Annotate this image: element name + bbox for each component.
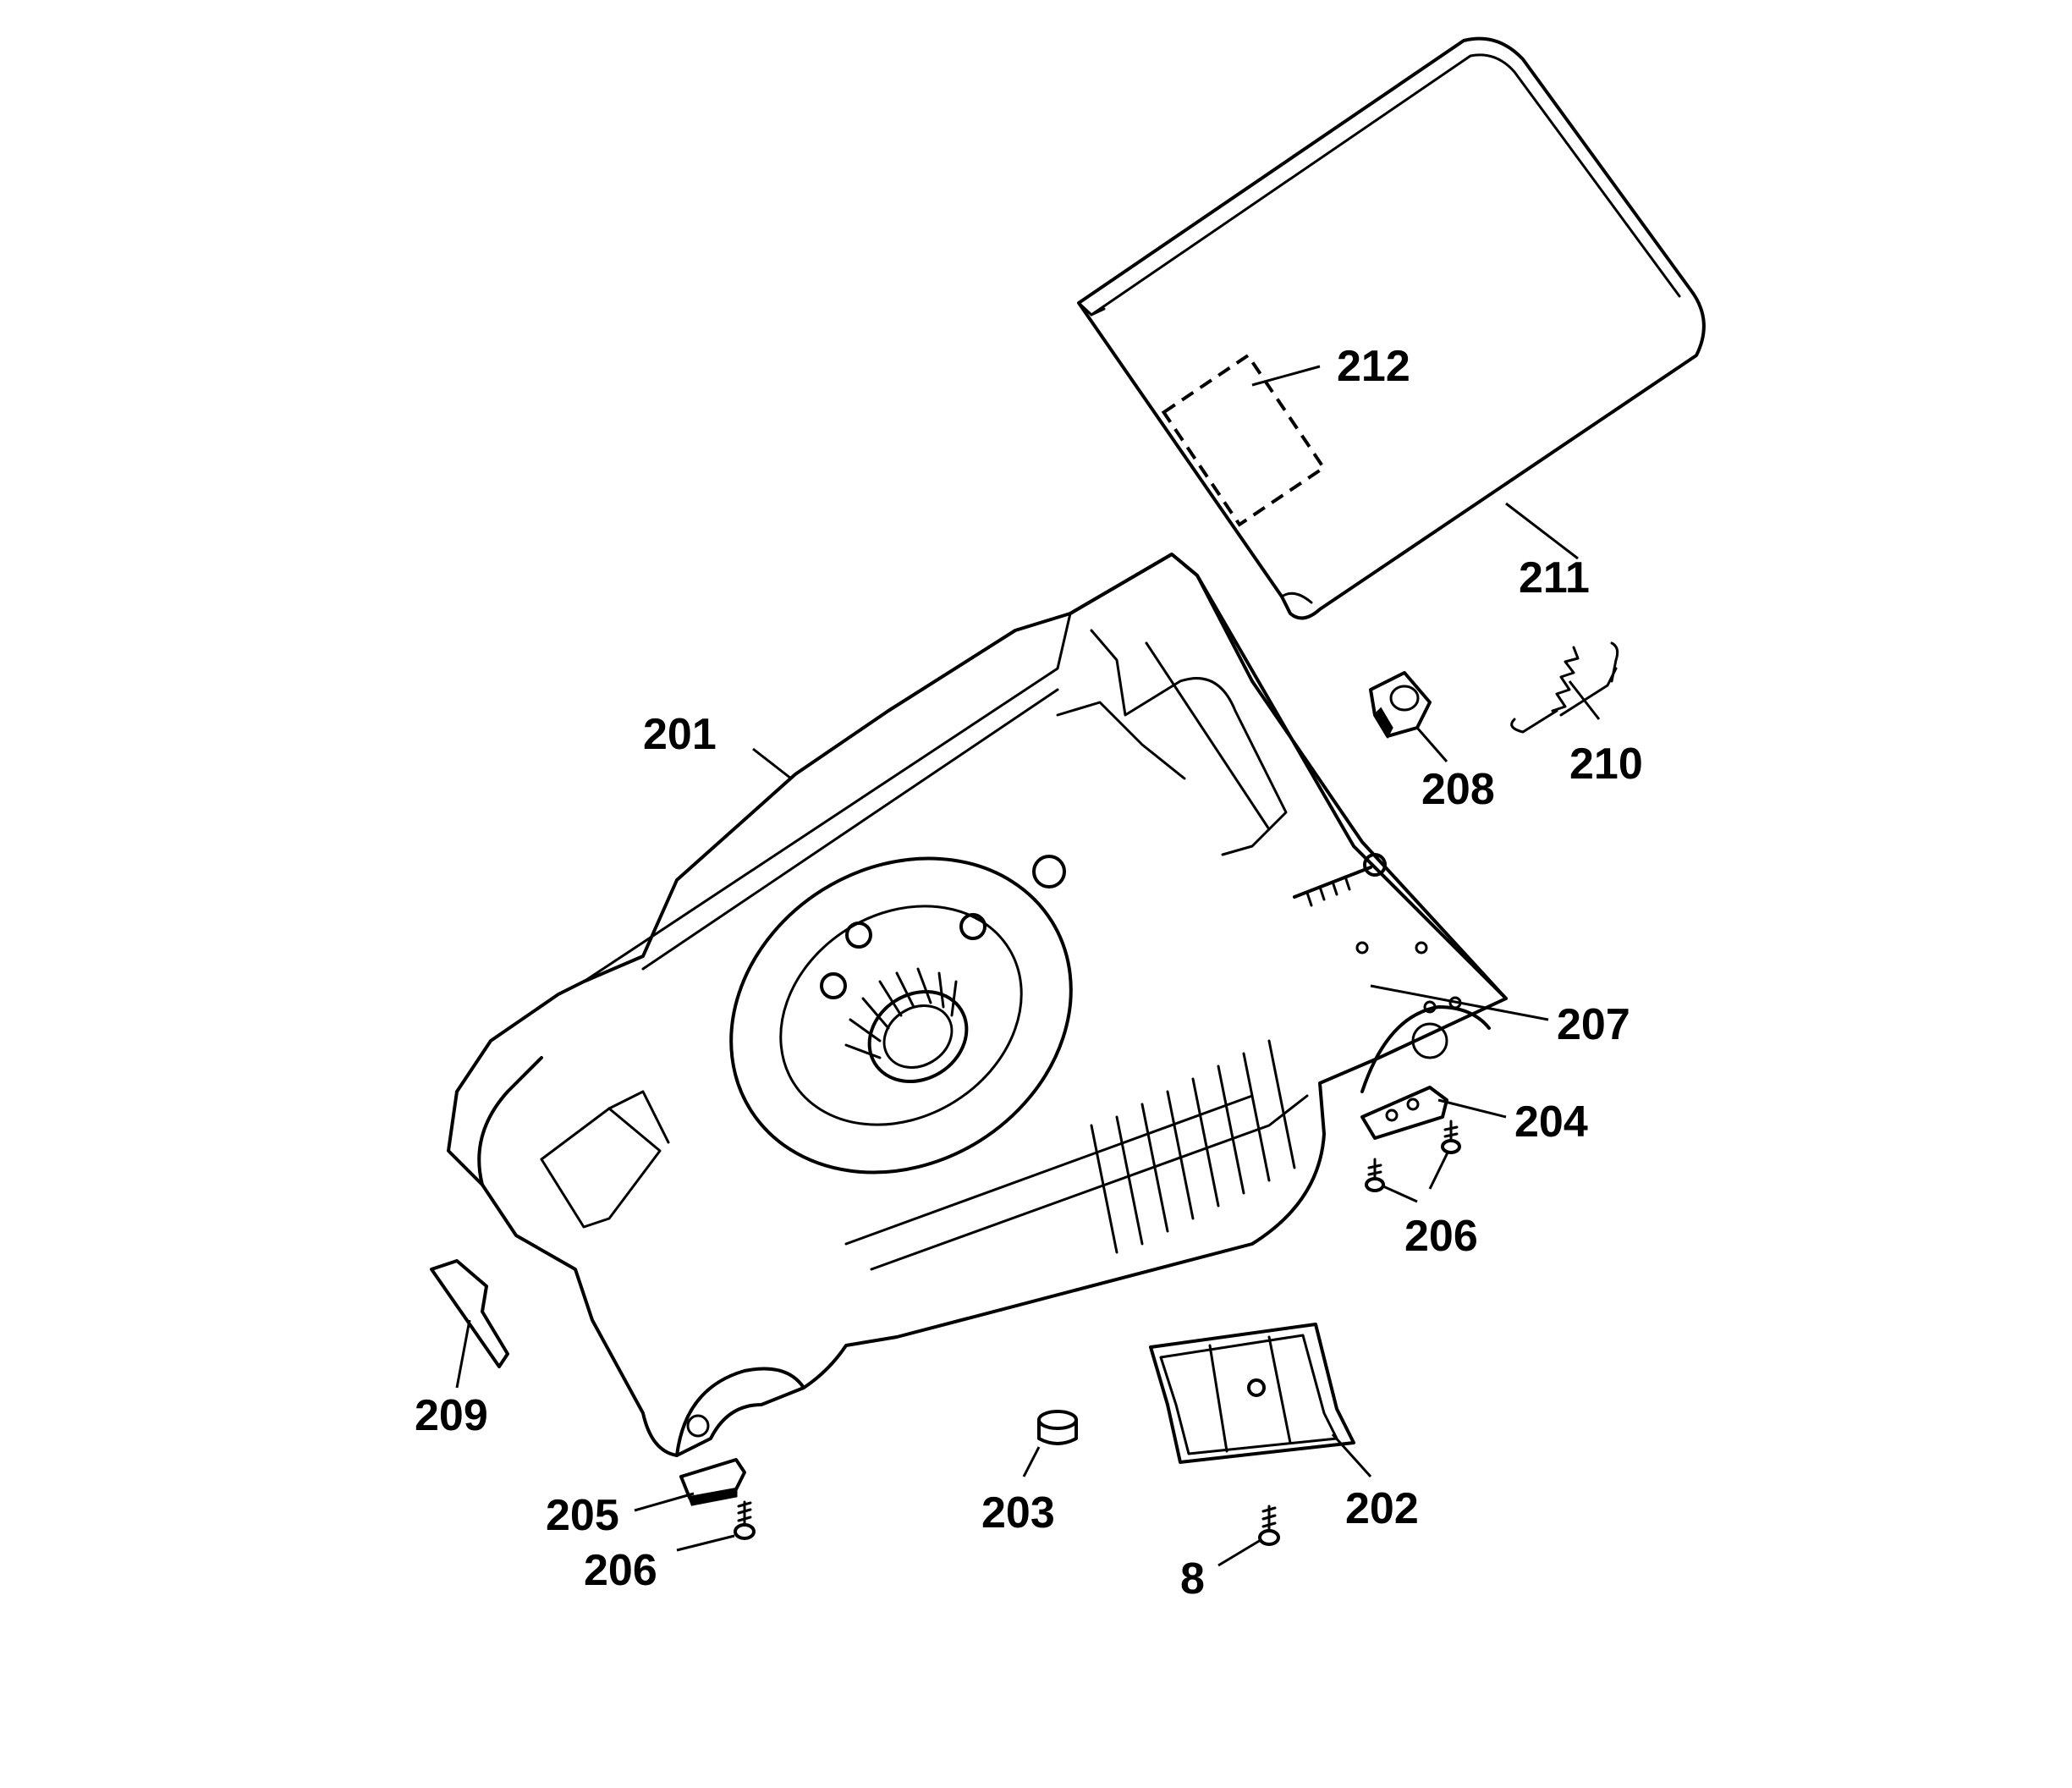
part-208-block [1369, 671, 1432, 740]
leader-lines [455, 365, 1601, 1567]
part-202-plate [1149, 1323, 1355, 1464]
callout-210: 210 [1569, 740, 1643, 789]
part-203-plug [1037, 1410, 1078, 1445]
callout-212: 212 [1337, 342, 1410, 391]
part-8-screw [1258, 1505, 1280, 1546]
callout-8: 8 [1180, 1554, 1205, 1604]
callout-205: 205 [546, 1491, 619, 1540]
callout-204: 204 [1514, 1098, 1588, 1147]
callout-206-rear: 206 [1404, 1212, 1478, 1261]
callout-208: 208 [1421, 765, 1495, 814]
callout-207: 207 [1557, 1000, 1630, 1049]
callout-209: 209 [415, 1391, 488, 1440]
part-210-spring [1510, 641, 1619, 734]
part-204-clip [1360, 1086, 1448, 1140]
part-206-screw-front [734, 1500, 756, 1540]
part-205-clip [679, 1458, 746, 1506]
callout-labels: 212 211 201 208 210 207 204 206 209 205 … [415, 342, 1643, 1604]
callout-201: 201 [643, 710, 717, 759]
part-209-plate [430, 1259, 509, 1368]
part-212-label [1161, 353, 1327, 527]
part-206-screws-rear [1365, 1120, 1461, 1192]
callout-202: 202 [1345, 1484, 1419, 1533]
part-211-lid [1077, 36, 1706, 620]
callout-211: 211 [1519, 553, 1590, 602]
callout-203: 203 [981, 1488, 1055, 1538]
callout-206-front: 206 [584, 1546, 657, 1595]
part-201-deck [447, 553, 1508, 1457]
